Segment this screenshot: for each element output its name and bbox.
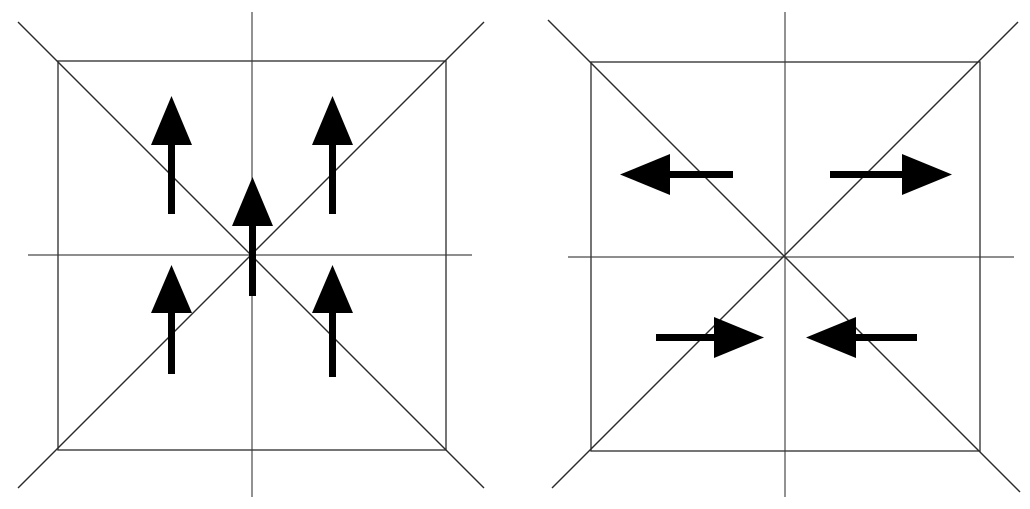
arrow-right-bottom-left <box>656 317 764 358</box>
arrow-right-top-right <box>830 154 952 195</box>
right-panel-diagonal-ascending <box>551 21 1019 489</box>
arrow-up-top-left <box>151 96 192 214</box>
arrow-left-bottom-right <box>806 317 917 358</box>
right-panel <box>547 12 1021 497</box>
arrow-left-top-left <box>620 154 733 195</box>
right-panel-frame <box>590 61 981 452</box>
arrow-up-center <box>232 177 273 296</box>
arrow-up-top-right <box>312 96 353 214</box>
left-panel-frame <box>57 60 447 451</box>
arrow-up-bottom-left <box>151 265 192 374</box>
arrow-up-bottom-right <box>312 265 353 377</box>
left-panel <box>17 12 485 497</box>
